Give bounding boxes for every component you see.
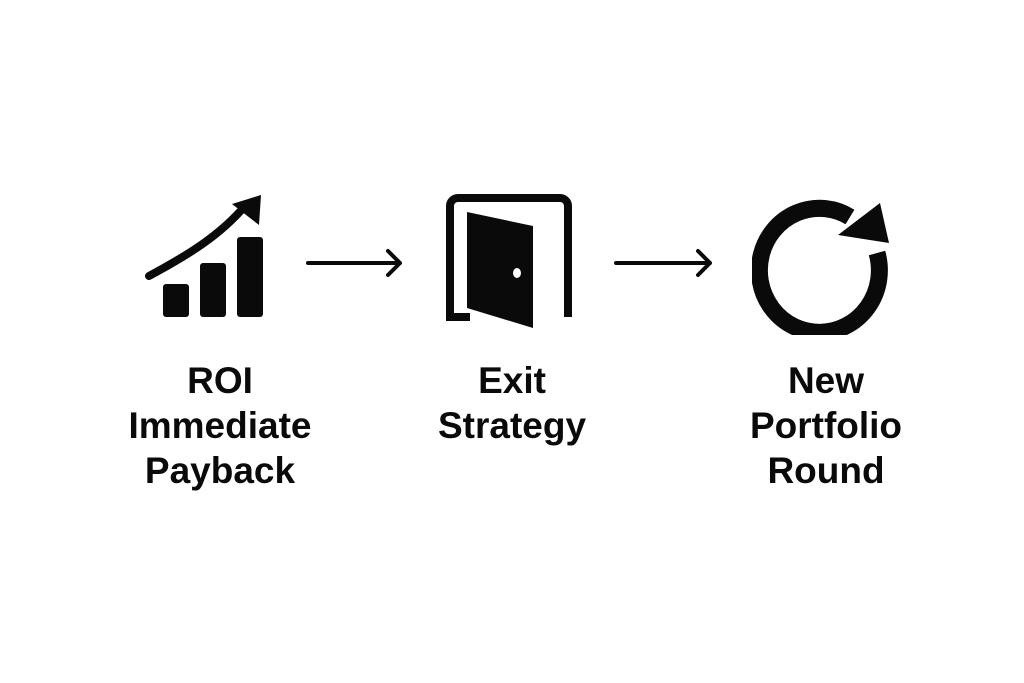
growth-chart-icon [145, 195, 263, 317]
step-label-exit: Exit Strategy [362, 358, 662, 448]
label-line: ROI [187, 360, 253, 401]
open-door-icon [446, 194, 572, 328]
label-line: New [787, 360, 865, 401]
label-line: Immediate [128, 405, 312, 446]
label-line: Portfolio [749, 405, 903, 446]
label-line: Strategy [437, 405, 587, 446]
step-label-new-round: New Portfolio Round [676, 358, 976, 493]
step-label-roi: ROI Immediate Payback [70, 358, 370, 493]
refresh-cycle-icon [752, 199, 889, 335]
arrow-right-icon [306, 249, 402, 277]
label-line: Exit [478, 360, 546, 401]
label-line: Round [767, 450, 885, 491]
arrow-right-icon [614, 249, 712, 277]
label-line: Payback [144, 450, 296, 491]
